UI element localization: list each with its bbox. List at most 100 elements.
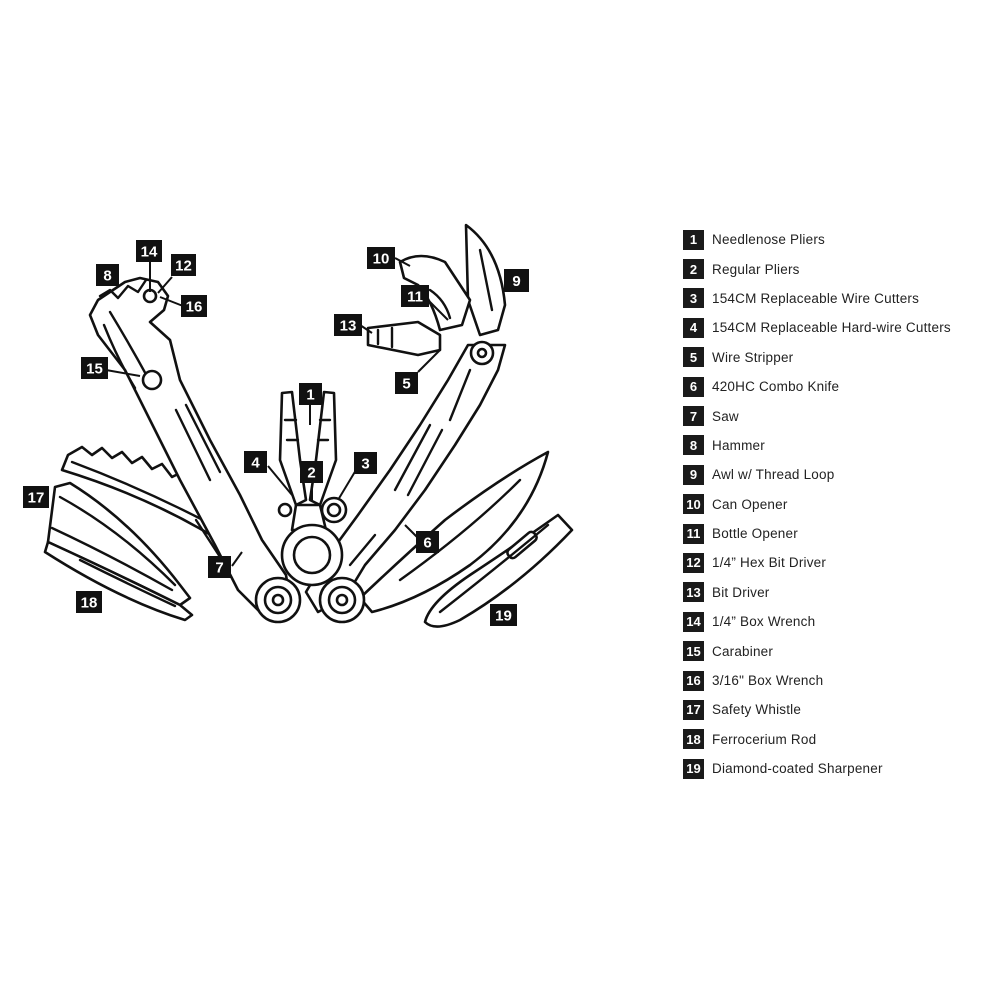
legend-label: 3/16" Box Wrench [712, 673, 824, 689]
legend-label: Hammer [712, 437, 765, 453]
callout-17: 17 [23, 486, 49, 508]
bit-driver-illustration [366, 320, 442, 357]
callout-6: 6 [416, 531, 439, 553]
legend-item-14: 14 1/4” Box Wrench [683, 607, 951, 636]
legend-item-19: 19 Diamond-coated Sharpener [683, 754, 951, 783]
callout-9: 9 [504, 269, 529, 292]
callout-10: 10 [367, 247, 395, 269]
legend-label: Carabiner [712, 643, 774, 659]
legend-label: Regular Pliers [712, 261, 800, 277]
callout-4: 4 [244, 451, 267, 473]
legend-item-6: 6 420HC Combo Knife [683, 372, 951, 401]
callout-text: 7 [215, 560, 223, 577]
legend-item-16: 16 3/16" Box Wrench [683, 666, 951, 695]
legend-item-1: 1 Needlenose Pliers [683, 225, 951, 254]
legend-label: Awl w/ Thread Loop [712, 467, 835, 483]
callout-3: 3 [354, 452, 377, 474]
legend-number: 3 [683, 288, 704, 309]
legend-number: 2 [683, 259, 704, 280]
legend-label: Diamond-coated Sharpener [712, 761, 883, 777]
legend-number: 18 [683, 729, 704, 750]
callout-text: 10 [373, 251, 390, 268]
callout-text: 11 [407, 289, 423, 306]
right-handle-illustration [304, 340, 507, 614]
callout-text: 4 [251, 455, 260, 472]
callout-7: 7 [208, 556, 231, 578]
callout-text: 16 [186, 299, 203, 316]
callout-text: 6 [423, 535, 431, 552]
callout-16: 16 [181, 295, 207, 317]
callout-11: 11 [401, 285, 429, 307]
legend-label: 154CM Replaceable Wire Cutters [712, 290, 920, 306]
callout-text: 3 [361, 456, 369, 473]
legend-number: 10 [683, 494, 704, 515]
callout-18: 18 [76, 591, 102, 613]
legend-number: 7 [683, 406, 704, 427]
legend-label: Ferrocerium Rod [712, 731, 817, 747]
callout-13: 13 [334, 314, 362, 336]
legend-number: 14 [683, 611, 704, 632]
callout-text: 18 [81, 595, 98, 612]
legend-item-9: 9 Awl w/ Thread Loop [683, 460, 951, 489]
legend-label: 420HC Combo Knife [712, 379, 840, 395]
legend-number: 8 [683, 435, 704, 456]
ferrocerium-rod-illustration [43, 540, 194, 622]
pliers-illustration [277, 390, 348, 532]
legend-item-5: 5 Wire Stripper [683, 343, 951, 372]
callout-15: 15 [81, 357, 108, 379]
legend-number: 6 [683, 376, 704, 397]
callout-8: 8 [96, 264, 119, 286]
legend-number: 16 [683, 670, 704, 691]
legend-number: 15 [683, 641, 704, 662]
legend-number: 1 [683, 229, 704, 250]
callout-text: 12 [175, 258, 192, 275]
legend-label: Needlenose Pliers [712, 232, 825, 248]
legend-item-3: 3 154CM Replaceable Wire Cutters [683, 284, 951, 313]
legend-number: 9 [683, 464, 704, 485]
callout-text: 2 [307, 465, 315, 482]
legend-number: 19 [683, 758, 704, 779]
legend-item-17: 17 Safety Whistle [683, 695, 951, 724]
legend-item-2: 2 Regular Pliers [683, 254, 951, 283]
legend-number: 13 [683, 582, 704, 603]
callout-text: 13 [340, 318, 357, 335]
callout-text: 8 [103, 268, 111, 285]
combo-knife-illustration [358, 450, 550, 614]
callout-text: 15 [86, 361, 103, 378]
legend-label: Can Opener [712, 496, 788, 512]
callout-text: 17 [28, 490, 45, 507]
legend-number: 4 [683, 317, 704, 338]
callout-1: 1 [299, 383, 322, 405]
legend-item-10: 10 Can Opener [683, 490, 951, 519]
legend-label: Safety Whistle [712, 702, 802, 718]
legend-item-8: 8 Hammer [683, 431, 951, 460]
callout-5: 5 [395, 372, 418, 394]
callout-text: 19 [495, 608, 512, 625]
legend-label: Bottle Opener [712, 526, 798, 542]
callout-text: 5 [402, 376, 410, 393]
legend-number: 5 [683, 347, 704, 368]
legend-label: Wire Stripper [712, 349, 794, 365]
legend-item-15: 15 Carabiner [683, 636, 951, 665]
multitool-diagram: 1 2 3 4 5 6 7 8 9 10 11 12 13 14 15 16 1… [23, 223, 574, 628]
legend-item-18: 18 Ferrocerium Rod [683, 725, 951, 754]
diamond-sharpener-illustration [423, 513, 574, 628]
callout-text: 1 [306, 387, 314, 404]
left-handle-illustration [88, 276, 292, 614]
legend-item-7: 7 Saw [683, 401, 951, 430]
callout-text: 9 [512, 273, 520, 290]
awl-illustration [464, 223, 507, 337]
callout-12: 12 [171, 254, 196, 276]
callout-14: 14 [136, 240, 162, 262]
callout-text: 14 [141, 244, 158, 261]
legend-label: Saw [712, 408, 739, 424]
pivot-illustration [254, 523, 366, 624]
legend-label: 1/4” Box Wrench [712, 614, 816, 630]
legend-number: 17 [683, 699, 704, 720]
callout-2: 2 [300, 461, 323, 483]
